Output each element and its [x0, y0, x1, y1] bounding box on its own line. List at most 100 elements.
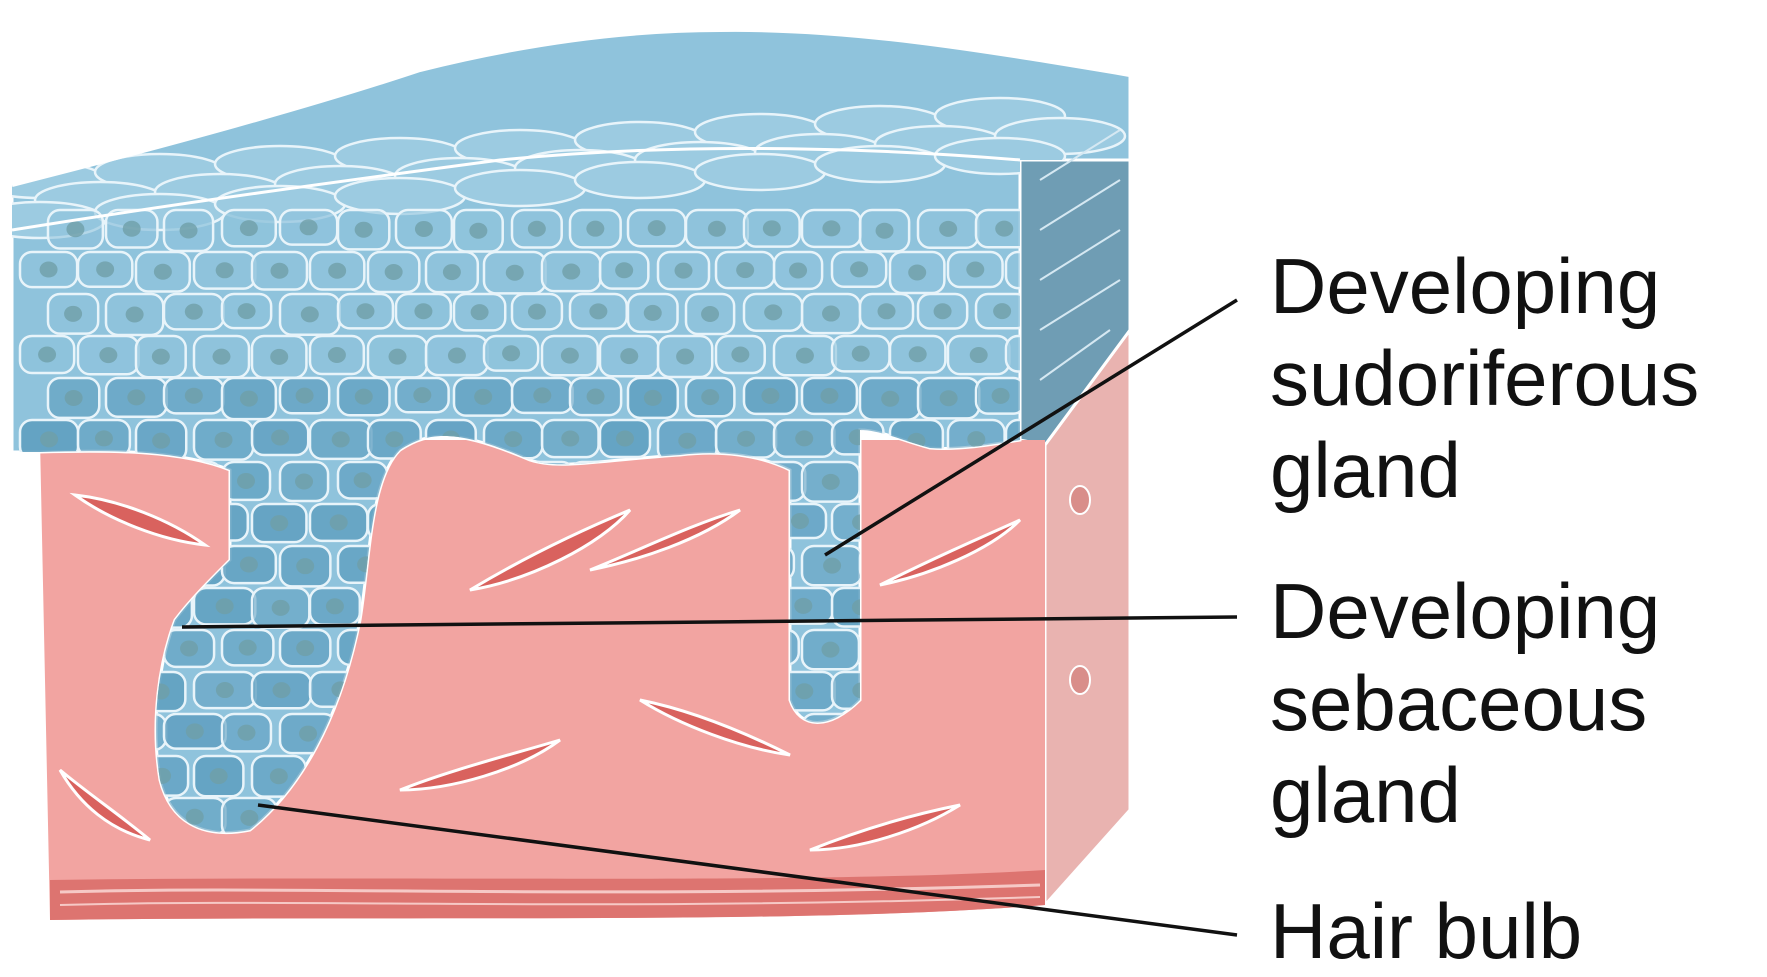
cell-nucleus	[701, 389, 719, 405]
cell-nucleus	[966, 262, 984, 278]
cell-nucleus	[676, 349, 694, 365]
cell-nucleus	[469, 223, 487, 239]
cell-nucleus	[850, 261, 868, 277]
cell-nucleus	[389, 349, 407, 365]
cell-nucleus	[731, 346, 749, 362]
cell-nucleus	[528, 304, 546, 320]
cell-nucleus	[270, 768, 288, 784]
cell-nucleus	[326, 598, 344, 614]
cell-nucleus	[272, 600, 290, 616]
cell-nucleus	[821, 642, 839, 658]
cell-nucleus	[820, 388, 838, 404]
cell-nucleus	[448, 348, 466, 364]
cell-nucleus	[615, 262, 633, 278]
label-line: Developing	[1270, 565, 1660, 657]
cell-nucleus	[240, 557, 258, 573]
cell-nucleus	[675, 263, 693, 279]
cell-nucleus	[528, 221, 546, 237]
squamous-cell	[455, 170, 585, 206]
label-hair-bulb: Hair bulb	[1270, 885, 1582, 977]
cell-nucleus	[644, 390, 662, 406]
label-line: Hair bulb	[1270, 885, 1582, 977]
cell-nucleus	[123, 221, 141, 237]
cell-nucleus	[295, 473, 313, 489]
cell-nucleus	[822, 474, 840, 490]
squamous-cell	[335, 178, 465, 214]
cell-nucleus	[881, 391, 899, 407]
cell-nucleus	[443, 264, 461, 280]
cell-nucleus	[992, 388, 1010, 404]
cell-nucleus	[238, 303, 256, 319]
cell-nucleus	[154, 264, 172, 280]
cell-nucleus	[644, 305, 662, 321]
cell-nucleus	[296, 388, 314, 404]
cell-nucleus	[970, 347, 988, 363]
cell-nucleus	[876, 223, 894, 239]
cell-nucleus	[761, 388, 779, 404]
cell-nucleus	[763, 220, 781, 236]
cell-nucleus	[967, 431, 985, 447]
cell-nucleus	[40, 431, 58, 447]
cell-nucleus	[300, 219, 318, 235]
cell-nucleus	[648, 220, 666, 236]
cell-nucleus	[708, 221, 726, 237]
cell-nucleus	[185, 304, 203, 320]
cell-nucleus	[186, 723, 204, 739]
cell-nucleus	[736, 262, 754, 278]
cell-nucleus	[934, 303, 952, 319]
cell-nucleus	[502, 345, 520, 361]
cell-nucleus	[940, 390, 958, 406]
cell-nucleus	[328, 263, 346, 279]
cell-nucleus	[237, 725, 255, 741]
cell-nucleus	[95, 430, 113, 446]
cell-nucleus	[152, 433, 170, 449]
cell-nucleus	[764, 304, 782, 320]
cell-nucleus	[385, 431, 403, 447]
cell-nucleus	[562, 264, 580, 280]
cell-nucleus	[678, 433, 696, 449]
cell-nucleus	[216, 262, 234, 278]
cell-nucleus	[99, 347, 117, 363]
cell-nucleus	[504, 431, 522, 447]
cell-nucleus	[240, 220, 258, 236]
cell-nucleus	[330, 514, 348, 530]
cell-nucleus	[995, 221, 1013, 237]
cell-nucleus	[533, 387, 551, 403]
cell-nucleus	[822, 306, 840, 322]
cell-nucleus	[413, 387, 431, 403]
cell-nucleus	[561, 348, 579, 364]
cell-nucleus	[701, 306, 719, 322]
cell-nucleus	[795, 683, 813, 699]
cell-nucleus	[385, 264, 403, 280]
squamous-cell	[575, 162, 705, 198]
cell-nucleus	[356, 303, 374, 319]
label-line: sebaceous	[1270, 657, 1660, 749]
cell-nucleus	[270, 349, 288, 365]
cell-nucleus	[795, 430, 813, 446]
cell-nucleus	[38, 347, 56, 363]
cell-nucleus	[237, 473, 255, 489]
cell-nucleus	[240, 810, 258, 826]
cell-nucleus	[216, 682, 234, 698]
cell-nucleus	[471, 304, 489, 320]
cell-nucleus	[355, 389, 373, 405]
cell-nucleus	[355, 222, 373, 238]
cell-nucleus	[474, 389, 492, 405]
cell-nucleus	[909, 346, 927, 362]
cell-nucleus	[273, 682, 291, 698]
cell-nucleus	[271, 430, 289, 446]
cell-nucleus	[65, 390, 83, 406]
cell-nucleus	[908, 264, 926, 280]
cell-nucleus	[126, 306, 144, 322]
cell-nucleus	[328, 347, 346, 363]
label-line: gland	[1270, 424, 1699, 516]
cell-nucleus	[789, 262, 807, 278]
squamous-cell	[695, 154, 825, 190]
cell-nucleus	[270, 515, 288, 531]
label-line: sudoriferous	[1270, 332, 1699, 424]
cell-nucleus	[296, 558, 314, 574]
cell-nucleus	[737, 431, 755, 447]
cell-nucleus	[152, 349, 170, 365]
label-developing-sebaceous-gland: Developing sebaceous gland	[1270, 565, 1660, 841]
cell-nucleus	[506, 265, 524, 281]
